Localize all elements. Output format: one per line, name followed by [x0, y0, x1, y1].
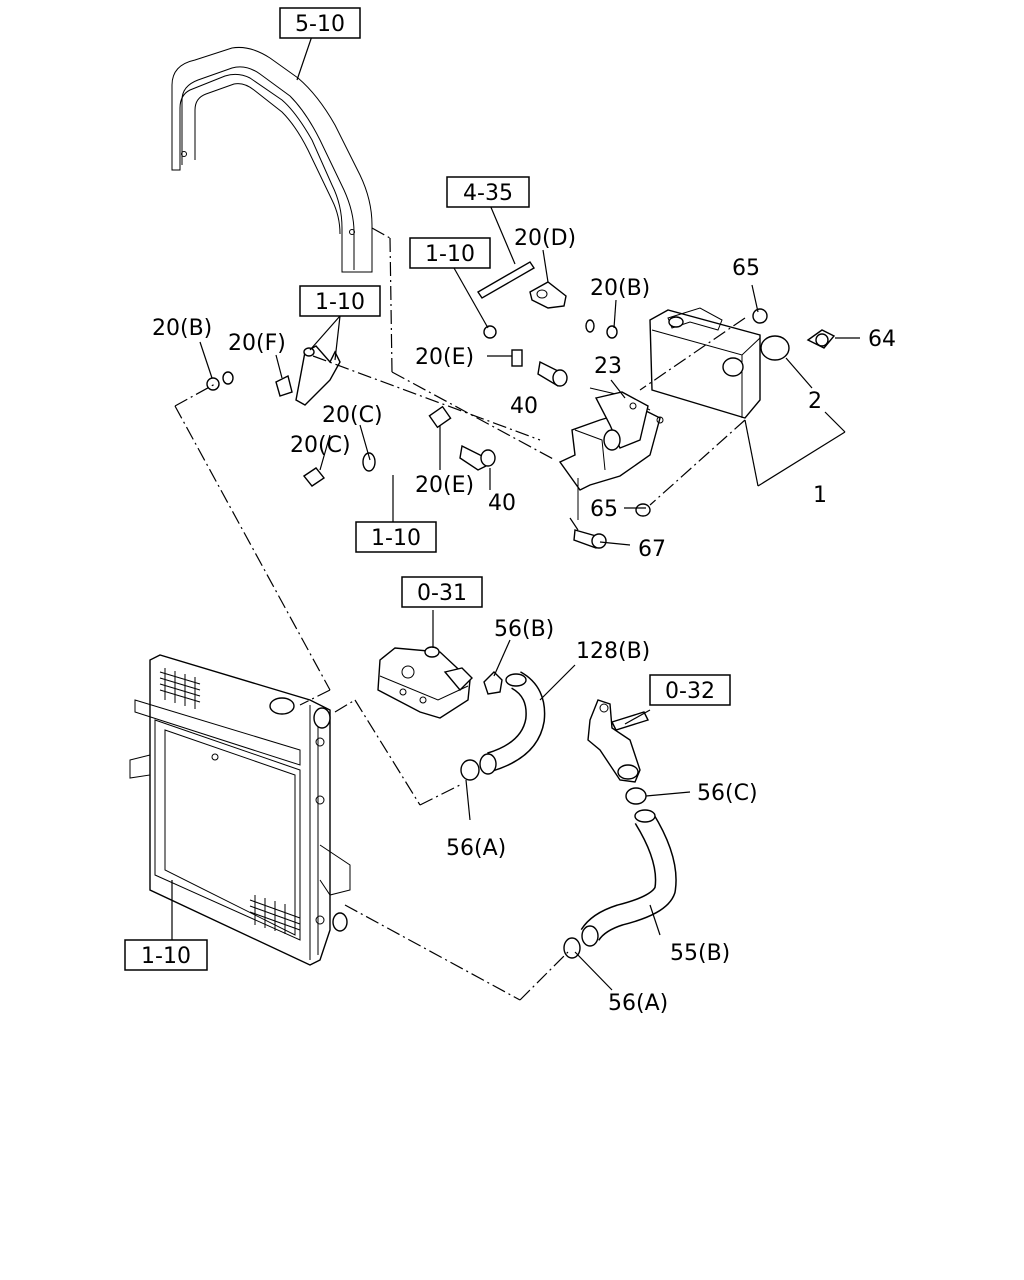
callout-65-top: 65 — [732, 256, 760, 281]
callout-64: 64 — [868, 327, 896, 352]
callout-20E-top: 20(E) — [415, 345, 474, 370]
callout-65-bot: 65 — [590, 497, 618, 522]
callout-55B: 55(B) — [670, 941, 730, 966]
overflow-hose — [206, 319, 595, 515]
ref-box-0-31: 0-31 — [401, 576, 483, 608]
ref-text: 1-10 — [425, 242, 475, 267]
callout-40-bot: 40 — [488, 491, 516, 516]
reservoir-tank — [649, 307, 836, 419]
hose-55B — [580, 809, 677, 947]
ref-text: 1-10 — [141, 944, 191, 969]
rod-and-clamp — [477, 261, 618, 339]
callout-56A-mid: 56(A) — [446, 836, 506, 861]
hose-128B — [479, 671, 546, 775]
callout-56C: 56(C) — [697, 781, 758, 806]
callout-56B: 56(B) — [494, 617, 554, 642]
ref-box-1-10-a: 1-10 — [409, 237, 491, 269]
thermostat-housing — [377, 646, 473, 719]
callout-128B: 128(B) — [576, 639, 650, 664]
callout-40-top: 40 — [510, 394, 538, 419]
callout-23: 23 — [594, 354, 622, 379]
callout-20B-top: 20(B) — [590, 276, 650, 301]
frame-rail — [171, 47, 373, 273]
callout-56A-bot: 56(A) — [608, 991, 668, 1016]
ref-box-1-10-c: 1-10 — [355, 521, 437, 553]
callout-20C-a: 20(C) — [322, 403, 383, 428]
ref-text: 0-32 — [665, 679, 715, 704]
ref-box-4-35: 4-35 — [446, 176, 530, 208]
ref-box-0-32: 0-32 — [649, 674, 731, 706]
callout-2: 2 — [808, 389, 822, 414]
ref-box-1-10-d: 1-10 — [124, 939, 208, 971]
callout-20D: 20(D) — [514, 226, 576, 251]
callout-20C-b: 20(C) — [290, 433, 351, 458]
ref-text: 4-35 — [463, 181, 513, 206]
leader-lines — [171, 35, 860, 1001]
bracket — [558, 387, 664, 549]
ref-text: 5-10 — [295, 12, 345, 37]
callout-20E-bot: 20(E) — [415, 473, 474, 498]
callout-20F: 20(F) — [228, 331, 286, 356]
ref-text: 0-31 — [417, 581, 467, 606]
callout-1: 1 — [813, 483, 827, 508]
radiator — [129, 654, 351, 966]
ref-text: 1-10 — [315, 290, 365, 315]
callout-20B-left: 20(B) — [152, 316, 212, 341]
ref-box-1-10-b: 1-10 — [299, 285, 381, 317]
ref-text: 1-10 — [371, 526, 421, 551]
ref-box-5-10: 5-10 — [279, 7, 361, 39]
water-outlet — [587, 699, 649, 783]
hose-clamps — [460, 671, 647, 959]
callout-67: 67 — [638, 537, 666, 562]
